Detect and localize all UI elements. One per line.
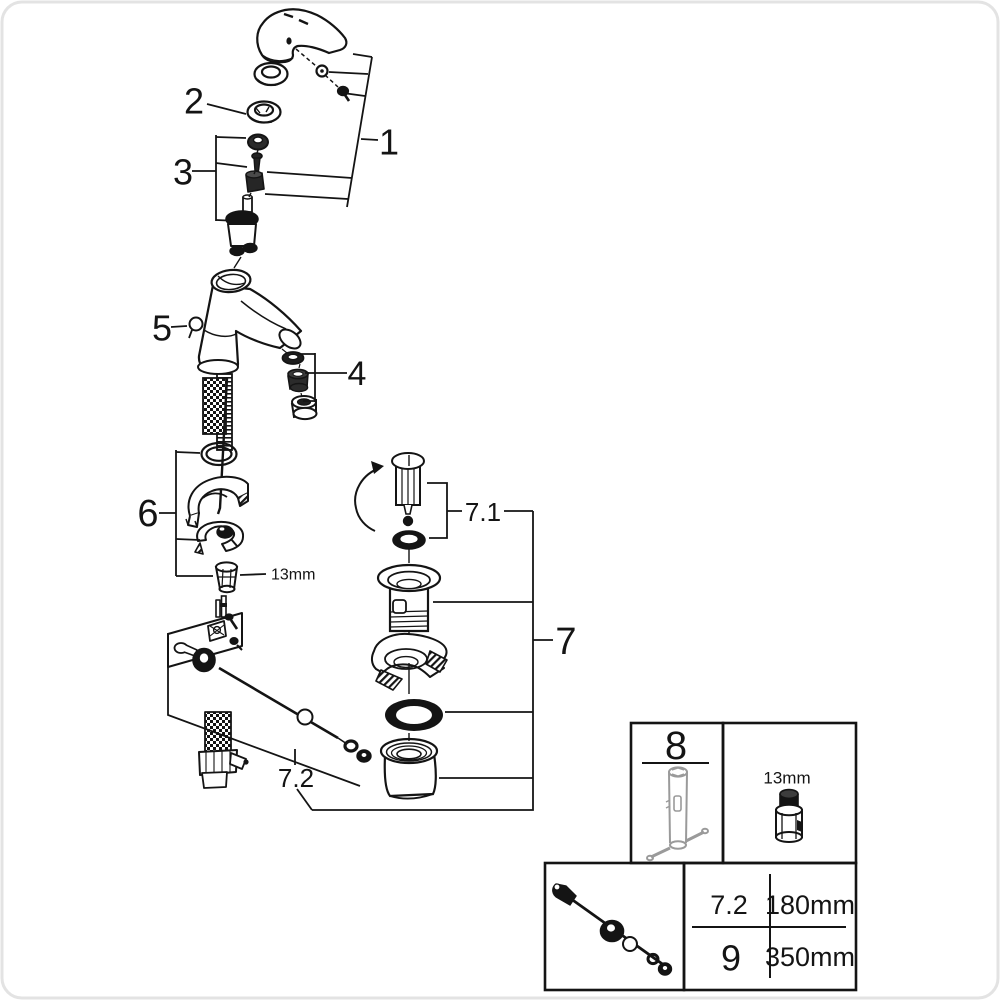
supply-hose [198, 711, 249, 789]
tool-box-content: 8 [642, 724, 709, 862]
label-7-2: 7.2 [278, 763, 314, 793]
table-part-9: 9 [721, 938, 741, 979]
mounting-horseshoe-upper [185, 475, 249, 528]
inset-boxes [543, 721, 858, 992]
length-table: 7.2 180mm 9 350mm [692, 874, 855, 979]
label-8: 8 [665, 724, 687, 768]
label-7-1: 7.1 [465, 497, 501, 527]
faucet-shanks [202, 373, 233, 515]
callout-6: 6 [137, 450, 213, 577]
drain-flange [376, 455, 442, 643]
length-table-box [682, 861, 858, 992]
callout-4: 4 [298, 353, 366, 402]
label-2: 2 [184, 81, 204, 122]
callout-7-1: 7.1 [427, 482, 533, 539]
label-3: 3 [173, 152, 193, 193]
callout-7-2: 7.2 [167, 633, 361, 811]
table-length-350mm: 350mm [765, 942, 855, 972]
chain-hook-plug [188, 316, 204, 339]
drain-o-ring [385, 699, 443, 731]
escutcheon-ring [246, 100, 282, 124]
mounting-tool [646, 766, 709, 862]
callout-1: 1 [264, 53, 399, 208]
drain-cup [379, 733, 439, 800]
drain-clamp [370, 632, 448, 694]
popup-knob [391, 452, 425, 527]
lever-handle [256, 8, 351, 102]
table-length-180mm: 180mm [765, 890, 855, 920]
label-7: 7 [555, 621, 576, 663]
rod-box-content [552, 883, 673, 976]
o-ring-small [200, 441, 238, 467]
label-1: 1 [379, 122, 399, 163]
table-part-7-2: 7.2 [710, 890, 748, 920]
mounting-nut-13mm [214, 561, 239, 594]
label-13mm-main: 13mm [271, 567, 315, 584]
threaded-pin [220, 595, 227, 618]
label-5: 5 [152, 308, 172, 349]
faucet-body [197, 268, 303, 375]
handle-dome-cap [253, 61, 289, 87]
label-4: 4 [348, 355, 367, 393]
aerator-parts [281, 348, 318, 421]
mounting-horseshoe-lower [194, 520, 245, 555]
callout-2: 2 [184, 81, 247, 122]
rotation-arrow [354, 461, 384, 532]
label-6: 6 [137, 493, 158, 535]
socket-13mm [775, 788, 803, 843]
nut-size-leader: 13mm [239, 567, 315, 584]
callout-7: 7 [312, 511, 577, 811]
callout-3: 3 [173, 135, 248, 222]
callout-5: 5 [152, 308, 188, 349]
mounting-hardware [167, 599, 372, 763]
socket-box-content: 13mm [763, 769, 811, 843]
popup-washer [392, 530, 426, 550]
label-13mm-box: 13mm [763, 769, 810, 788]
cartridge-stack [225, 133, 269, 269]
